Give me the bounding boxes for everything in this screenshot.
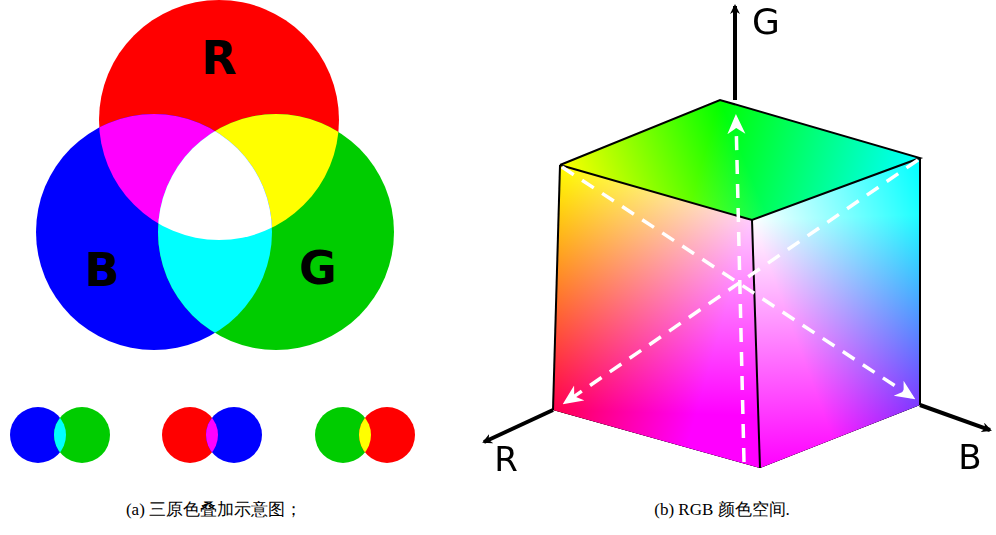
- axis-label: B: [958, 439, 981, 476]
- axis-label: G: [752, 2, 780, 42]
- axis-arrows: [484, 6, 990, 442]
- dashed-arrows: [562, 118, 918, 462]
- channel-letter: B: [84, 247, 119, 293]
- color-circle: R: [99, 0, 339, 240]
- rgb-cube: [553, 100, 920, 468]
- caption-text: (a) 三原色叠加示意图；: [126, 501, 302, 520]
- caption-text: (b) RGB 颜色空间.: [654, 501, 790, 520]
- channel-letter: G: [299, 245, 337, 291]
- axis-label: R: [494, 441, 518, 478]
- color-circle: B: [36, 114, 272, 350]
- color-circle: G: [158, 114, 394, 350]
- venn-circles: [36, 0, 394, 350]
- small-pairs: [10, 407, 415, 463]
- channel-letter: R: [201, 35, 236, 81]
- cube-edges: [553, 100, 920, 468]
